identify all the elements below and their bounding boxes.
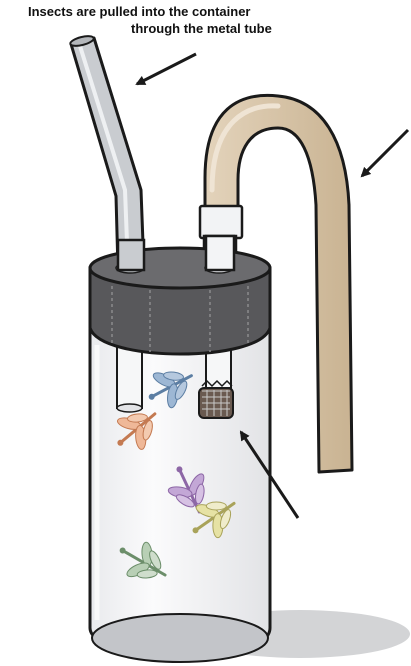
arrow-to-hose bbox=[362, 130, 408, 176]
arrow-to-metal-tube bbox=[137, 54, 196, 84]
metal-tube bbox=[69, 34, 144, 270]
container-bottom bbox=[92, 614, 268, 662]
